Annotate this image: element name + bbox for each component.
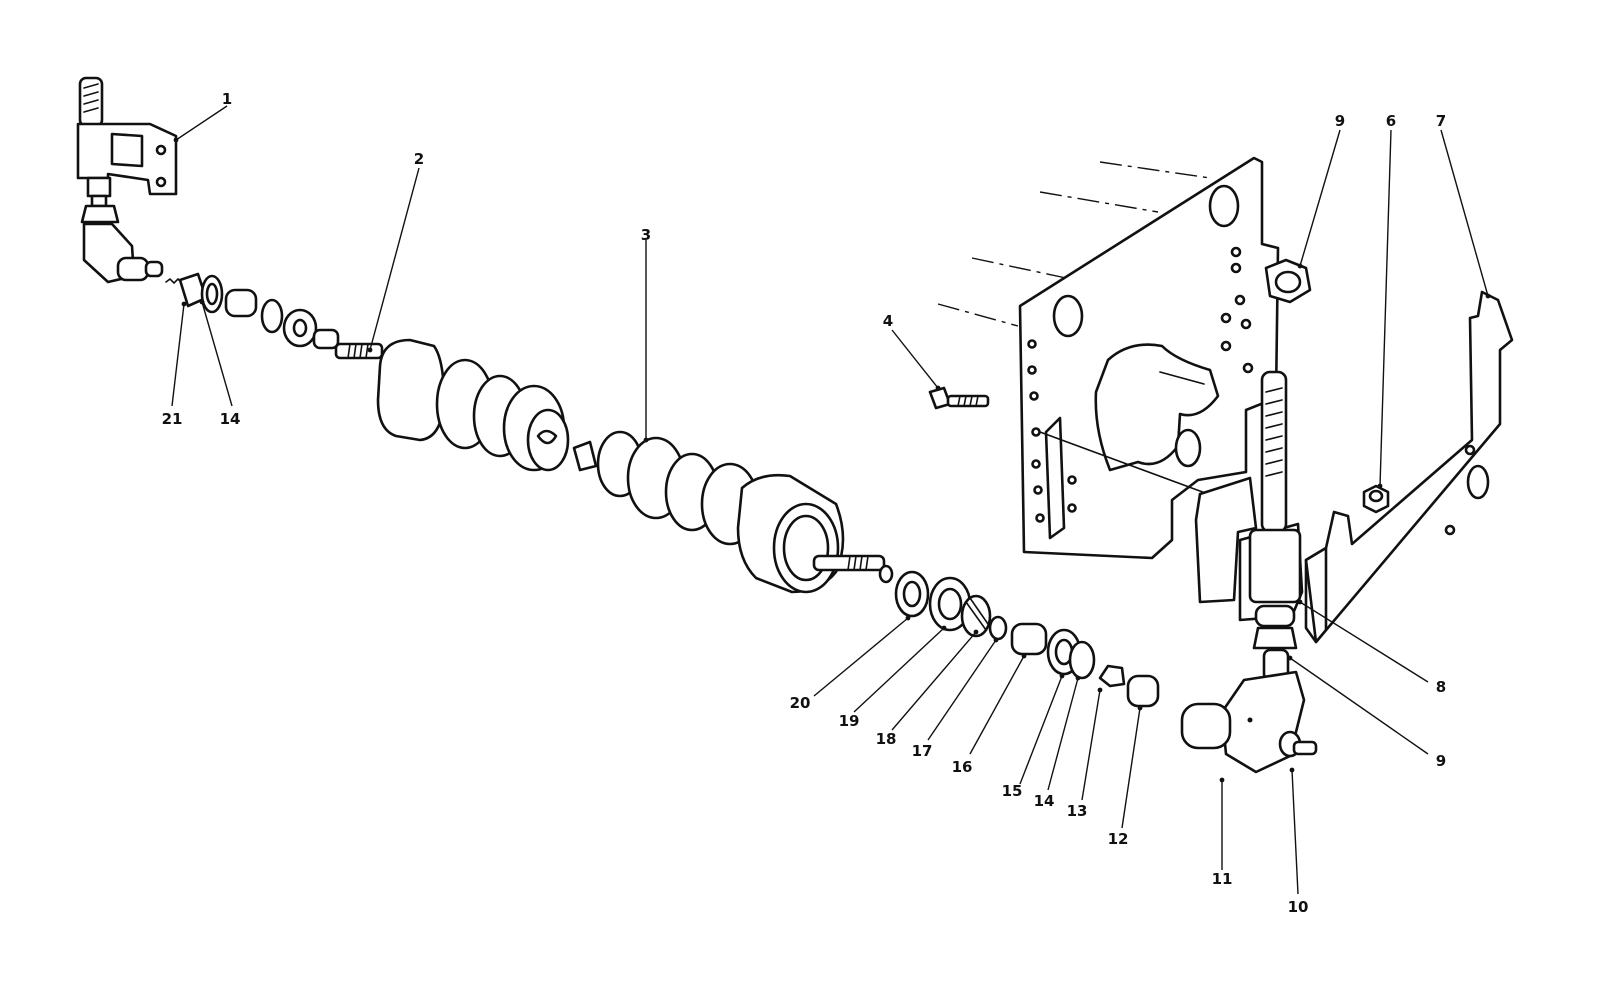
callout-4: 4 [883,312,893,330]
callout-10: 10 [1288,898,1309,916]
callout-12: 12 [1108,830,1129,848]
callout-21: 21 [162,410,183,428]
bearing-stack [894,570,1160,708]
adjuster-assembly [1180,370,1318,774]
mounting-plate [937,156,1280,560]
callout-1: 1 [222,90,232,108]
callout-18: 18 [876,730,897,748]
callout-9-top: 9 [1335,112,1345,130]
callout-6: 6 [1386,112,1396,130]
roller-half-right [572,430,894,594]
callout-3: 3 [641,226,651,244]
callout-11: 11 [1212,870,1233,888]
bolt-part-4 [928,386,990,410]
callout-8: 8 [1436,678,1446,696]
callout-7: 7 [1436,112,1446,130]
support-bracket [1304,290,1514,644]
callout-17: 17 [912,742,933,760]
hex-nut-top [1264,258,1312,304]
left-small-parts [165,272,340,350]
roller-half-left [334,338,570,472]
callout-19: 19 [839,712,860,730]
callout-14-left: 14 [220,410,241,428]
callout-16: 16 [952,758,973,776]
callout-15: 15 [1002,782,1023,800]
callout-20: 20 [790,694,811,712]
callout-14-right: 14 [1034,792,1055,810]
callout-13: 13 [1067,802,1088,820]
leader-lines [171,105,1491,895]
callout-labels: 1 2 3 4 9 6 7 8 9 10 11 12 13 14 15 16 1… [162,90,1447,916]
callout-9-bottom: 9 [1436,752,1446,770]
left-bracket-assembly [76,76,178,284]
callout-2: 2 [414,150,424,168]
